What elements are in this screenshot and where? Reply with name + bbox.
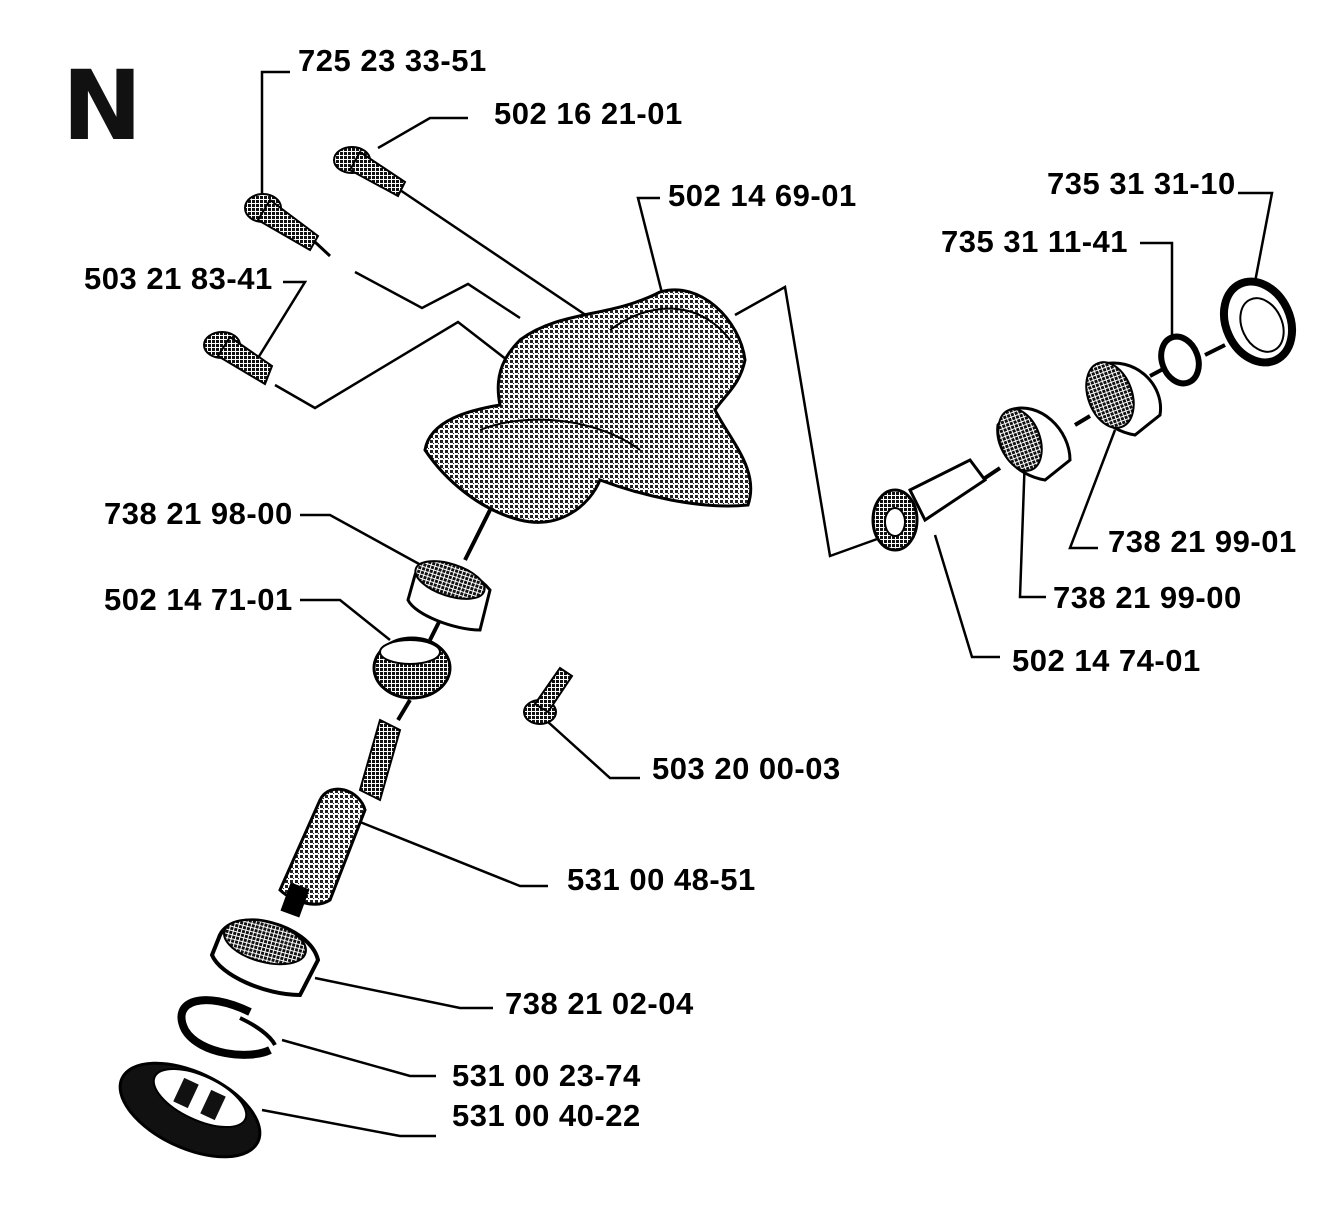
- leader-738-21-98-00: [300, 513, 431, 572]
- part-label: 735 31 11-41: [941, 224, 1129, 259]
- part-label: 502 14 74-01: [1012, 643, 1201, 678]
- leader-503-20-00-03: [547, 721, 640, 780]
- leader-531-00-23-74: [281, 1038, 436, 1078]
- leader-531-00-48-51: [359, 820, 548, 888]
- part-label: 738 21 99-01: [1108, 524, 1297, 559]
- shaft-axis: [396, 343, 1226, 722]
- leader-502-14-74-01: [933, 534, 1000, 659]
- leader-bolt-to-housing-c: [274, 320, 521, 410]
- leader-503-21-83-41: [256, 280, 308, 359]
- part-label: 531 00 40-22: [452, 1098, 641, 1133]
- leader-housing-to-pinion: [734, 285, 881, 558]
- bolt-725-23-33-51: [244, 193, 332, 258]
- leader-bolt-to-housing-b: [354, 270, 521, 320]
- part-label: 725 23 33-51: [298, 43, 487, 78]
- leader-502-14-71-01: [300, 598, 391, 641]
- leader-738-21-99-01: [1068, 429, 1117, 550]
- leader-735-31-31-10: [1238, 191, 1274, 283]
- part-label: 738 21 98-00: [104, 496, 293, 531]
- part-label: 502 14 71-01: [104, 582, 293, 617]
- circlip-531-00-23-74: [177, 996, 277, 1059]
- part-label: 738 21 02-04: [505, 986, 694, 1021]
- bolt-502-16-21-01: [333, 146, 407, 198]
- part-label: 503 21 83-41: [84, 261, 273, 296]
- leader-502-16-21-01: [377, 116, 468, 150]
- leader-lines: [256, 70, 1274, 1138]
- leader-738-21-99-00: [1018, 454, 1046, 599]
- part-label: 735 31 31-10: [1047, 166, 1236, 201]
- gear-housing-502-14-69-01: [423, 288, 753, 524]
- bearing-738-21-98-00: [406, 560, 492, 632]
- bearing-738-21-02-04: [209, 918, 321, 998]
- gear-502-14-71-01: [372, 636, 452, 700]
- part-label: 502 14 69-01: [668, 178, 857, 213]
- bearing-738-21-99-01: [1085, 361, 1163, 437]
- ring-735-31-11-41: [1158, 333, 1202, 387]
- leader-502-14-69-01: [636, 196, 667, 306]
- bolt-503-21-83-41: [203, 331, 274, 386]
- section-letter: N: [62, 50, 142, 162]
- seal-735-31-31-10: [1219, 277, 1297, 367]
- part-label: 503 20 00-03: [652, 751, 841, 786]
- part-label: 502 16 21-01: [494, 96, 683, 131]
- leader-bolt-to-housing-a: [399, 188, 606, 330]
- leader-738-21-02-04: [314, 976, 493, 1010]
- cover-531-00-40-22: [118, 1061, 262, 1159]
- bearing-738-21-99-00: [996, 406, 1072, 482]
- part-label: 738 21 99-00: [1053, 580, 1242, 615]
- shaft-531-00-48-51: [278, 718, 402, 918]
- leader-531-00-40-22: [261, 1108, 436, 1138]
- part-label: 531 00 48-51: [567, 862, 756, 897]
- pinion-shaft-502-14-74-01: [871, 458, 988, 552]
- part-label: 531 00 23-74: [452, 1058, 641, 1093]
- leader-725-23-33-51: [260, 70, 290, 200]
- leader-735-31-11-41: [1140, 241, 1174, 335]
- bolt-503-20-00-03: [523, 666, 574, 725]
